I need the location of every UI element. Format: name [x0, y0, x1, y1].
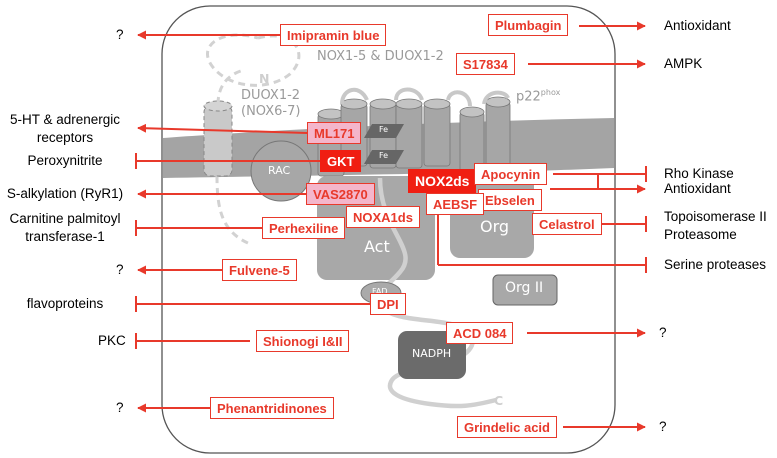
org2-domain: [492, 274, 558, 306]
inhibitor-vas2870: VAS2870: [306, 183, 375, 205]
inhibitor-ml171: ML171: [307, 122, 362, 144]
act-label: Act: [364, 237, 390, 256]
duox-label-line2: (NOX6-7): [241, 104, 301, 119]
nox-duox-label: NOX1-5 & DUOX1-2: [317, 49, 444, 64]
right-target-proteasome: Proteasome: [664, 227, 737, 242]
right-target-rho-kinase: Rho Kinase: [664, 166, 734, 181]
left-target-5ht-line2: receptors: [36, 130, 94, 145]
line-ml171: [137, 123, 308, 134]
connection-lines: [135, 21, 647, 432]
right-target-ampk: AMPK: [664, 56, 703, 71]
inhibitor-grindelic-acid: Grindelic acid: [457, 416, 557, 438]
duox-extra-helix: [203, 105, 233, 177]
inhibitor-aebsf: AEBSF: [426, 193, 485, 215]
inhibitor-noxa1ds: NOXA1ds: [346, 206, 420, 228]
c-terminus-label: C: [494, 393, 504, 408]
heme-bottom: [364, 150, 404, 164]
inhibitor-shionogi: Shionogi I&II: [256, 330, 350, 352]
right-target-antioxidant1: Antioxidant: [664, 18, 731, 33]
left-target-s-alkylation: S-alkylation (RyR1): [6, 186, 124, 201]
n-terminus-label: N: [259, 71, 270, 86]
right-target-serine-proteases: Serine proteases: [664, 257, 767, 272]
left-target-q2: ?: [116, 262, 124, 277]
nadph-label: NADPH: [412, 347, 452, 360]
inhibitor-celastrol: Celastrol: [532, 213, 602, 235]
left-target-5ht-line1: 5-HT & adrenergic: [9, 112, 121, 127]
p22-sup: phox: [540, 88, 561, 97]
left-target-q3: ?: [116, 400, 124, 415]
fe-bottom-label: Fe: [379, 151, 389, 160]
right-target-q4: ?: [659, 325, 667, 340]
inhibitor-plumbagin: Plumbagin: [488, 14, 569, 36]
inhibitor-s17834: S17834: [456, 53, 515, 75]
inhibitor-acd084: ACD 084: [446, 322, 514, 344]
left-target-pkc: PKC: [98, 333, 126, 348]
org2-label: Org II: [505, 280, 544, 296]
left-target-peroxynitrite: Peroxynitrite: [27, 153, 103, 168]
inhibitor-gkt: GKT: [320, 150, 362, 172]
fe-top-label: Fe: [379, 125, 389, 134]
extracellular-loops: [340, 87, 510, 107]
inhibitor-phenantridinones: Phenantridinones: [210, 397, 334, 419]
org-label: Org: [480, 217, 510, 236]
rac-circle: [250, 140, 312, 202]
right-target-topoisomerase: Topoisomerase II: [664, 209, 767, 224]
inhibitor-ebselen: Ebselen: [478, 189, 542, 211]
left-target-q1: ?: [116, 27, 124, 42]
inhibitor-nox2ds: NOX2ds: [408, 169, 477, 193]
left-target-carnitine-line1: Carnitine palmitoyl: [9, 211, 121, 226]
inhibitor-imipramin-blue: Imipramin blue: [280, 24, 387, 46]
left-target-flavoproteins: flavoproteins: [26, 296, 104, 311]
inhibitor-perhexiline: Perhexiline: [262, 217, 346, 239]
left-target-carnitine-line2: transferase-1: [25, 229, 105, 244]
fad-label: FAD: [372, 287, 388, 296]
cell-outline: [161, 5, 616, 454]
right-target-antioxidant2: Antioxidant: [664, 181, 731, 196]
inhibitor-dpi: DPI: [370, 293, 406, 315]
p22-label: p22phox: [516, 88, 561, 105]
inhibitor-fulvene5: Fulvene-5: [222, 259, 297, 281]
inhibitor-apocynin: Apocynin: [474, 163, 548, 185]
heme-top: [364, 124, 404, 138]
rac-label: RAC: [268, 164, 291, 177]
right-target-q5: ?: [659, 419, 667, 434]
duox-label-line1: DUOX1-2: [241, 88, 301, 103]
